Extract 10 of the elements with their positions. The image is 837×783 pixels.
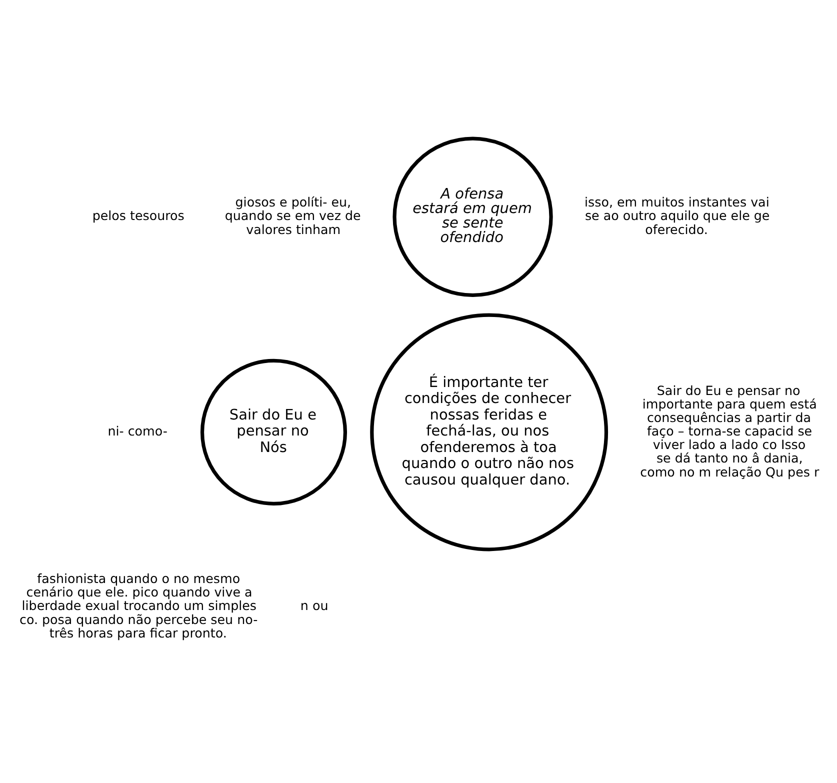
node-circle: É importante ter condições de conhecer nossas feridas e fechá-las, ou nos ofenderemos à toa quando o outro não nos causou qualquer dano.: [370, 313, 608, 552]
label: pelos tesouros: [92, 208, 184, 224]
label: isso, em muitos instantes vai se ao outro aquilo que ele ge oferecido.: [584, 194, 770, 237]
node-circle: Sair do Eu e pensar no Nós: [200, 358, 348, 506]
label: fashionista quando o no mesmo cenário que ele. pico quando vive a liberdade exual trocando um simples co. posa quando não percebe seu no- três horas para ficar pronto.: [20, 571, 258, 640]
label: Sair do Eu e pensar no importante para quem está consequências a partir da faço – torna-se capacid se viver lado a lado co Isso se dá tanto no â dania, como no m relação Qu pes r: [640, 382, 820, 480]
label: n ou: [300, 598, 328, 614]
label: giosos e políti- eu, quando se em vez de valores tinham: [224, 194, 361, 237]
node-circle: A ofensa estará em quem se sente ofendido: [392, 136, 553, 297]
label: ni- como-: [108, 424, 168, 439]
